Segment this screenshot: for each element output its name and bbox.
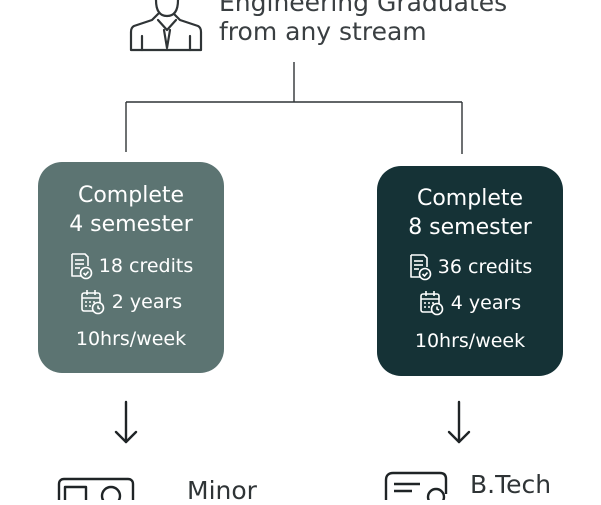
credits-icon <box>70 253 93 280</box>
connector-lines <box>125 62 463 154</box>
left-credits-row: 18 credits <box>38 252 224 280</box>
degree-icon <box>384 471 448 500</box>
left-credits: 18 credits <box>98 255 194 277</box>
calendar-icon <box>80 290 105 315</box>
left-hours: 10hrs/week <box>75 328 187 350</box>
certificate-icon <box>57 477 135 500</box>
right-down-arrow <box>447 400 471 444</box>
right-hours-row: 10hrs/week <box>377 330 563 352</box>
left-program-card: Complete 4 semester 18 credits <box>38 162 224 373</box>
right-duration: 4 years <box>450 292 522 314</box>
right-hours: 10hrs/week <box>414 330 526 352</box>
right-credits-row: 36 credits <box>377 253 563 281</box>
left-duration: 2 years <box>111 291 183 313</box>
left-duration-row: 2 years <box>38 289 224 315</box>
header-line-1: Engineering Graduates <box>219 0 508 17</box>
right-credits: 36 credits <box>437 256 533 278</box>
person-icon <box>129 0 203 52</box>
btech-label: B.Tech <box>470 470 552 499</box>
calendar-icon <box>419 291 444 316</box>
right-duration-row: 4 years <box>377 290 563 316</box>
minor-label: Minor <box>187 476 257 505</box>
left-card-title-1: Complete <box>77 183 185 208</box>
header-line-2: from any stream <box>219 17 427 46</box>
credits-icon <box>409 254 432 281</box>
right-card-title-2: 8 semester <box>408 215 532 240</box>
header-text: Engineering Graduates from any stream <box>219 0 579 46</box>
left-down-arrow <box>114 400 138 444</box>
left-hours-row: 10hrs/week <box>38 328 224 350</box>
right-program-card: Complete 8 semester 36 credits <box>377 166 563 376</box>
right-card-title-1: Complete <box>416 186 524 211</box>
left-card-title-2: 4 semester <box>69 212 193 237</box>
